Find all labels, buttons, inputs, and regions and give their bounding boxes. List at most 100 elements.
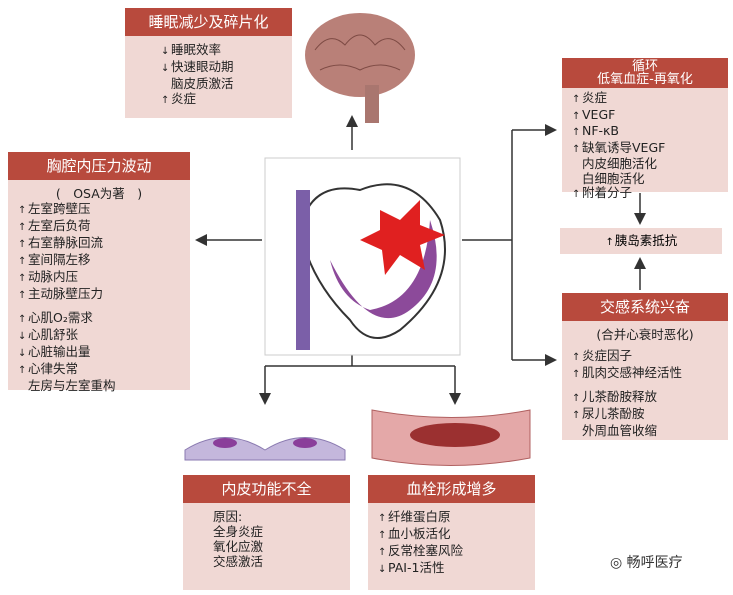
list-item: ↑缺氧诱导VEGF <box>572 139 718 158</box>
item-text: 主动脉壁压力 <box>28 286 104 301</box>
item-text: 左房与左室重构 <box>28 378 116 393</box>
circ-title: 循环 <box>631 59 658 74</box>
thromb-title: 血栓形成增多 <box>368 475 535 503</box>
circ-subtitle: 低氧血症-再氧化 <box>597 72 693 87</box>
item-text: 尿儿茶酚胺 <box>582 406 645 421</box>
thromb-list: ↑纤维蛋白原↑血小板活化↑反常栓塞风险↓PAI-1活性 <box>368 503 535 583</box>
list-item: ↑右室静脉回流 <box>18 235 180 252</box>
symp-list-2: ↑儿茶酚胺释放 ↑尿儿茶酚胺外周血管收缩 <box>572 389 718 438</box>
list-item: ↑儿茶酚胺释放 <box>572 389 718 406</box>
watermark: ◎ 畅呼医疗 <box>610 555 683 571</box>
list-item: ↑VEGF <box>572 107 718 125</box>
item-text: 儿茶酚胺释放 <box>582 389 658 404</box>
item-text: 肌肉交感神经活性 <box>582 365 683 380</box>
item-text: NF-κB <box>582 123 619 138</box>
arrow-up-icon: ↑ <box>572 189 581 200</box>
endothelial-cells-illustration <box>184 437 346 461</box>
arrow-up-icon: ↑ <box>18 273 27 284</box>
list-item: ↓心肌舒张 <box>18 327 180 344</box>
list-item: 脑皮质激活 <box>161 76 282 91</box>
arrow-up-icon: ↑ <box>18 314 27 325</box>
arrow-up-icon: ↑ <box>572 369 581 380</box>
item-text: 左室跨壁压 <box>28 201 91 216</box>
arrow-up-icon: ↑ <box>378 547 387 558</box>
list-item: ↑主动脉壁压力 <box>18 286 180 303</box>
arrow-down-icon: ↓ <box>378 564 387 575</box>
brain-illustration <box>305 13 415 123</box>
item-text: 左室后负荷 <box>28 218 91 233</box>
list-item: 原因: <box>213 509 243 524</box>
list-item: 白细胞活化 <box>572 170 718 187</box>
item-text: 右室静脉回流 <box>28 235 104 250</box>
item-text: 动脉内压 <box>28 269 79 284</box>
list-item: ↑炎症因子 <box>572 348 718 365</box>
item-text: 快速眼动期 <box>171 59 234 74</box>
list-item: ↑心律失常 <box>18 361 180 378</box>
list-item: ↓快速眼动期 <box>161 59 282 76</box>
arrow-up-icon: ↑ <box>572 110 581 122</box>
arrow-up-icon: ↑ <box>572 410 581 421</box>
list-item: ↑血小板活化 <box>378 526 525 543</box>
list-item: ↑附着分子 <box>572 185 718 203</box>
chest-pressure-box: 胸腔内压力波动 ( OSA为著 ) ↑左室跨壁压↑左室后负荷↑右室静脉回流↑室间… <box>8 152 190 393</box>
item-text: 心肌舒张 <box>28 327 79 342</box>
list-item: ↑反常栓塞风险 <box>378 543 525 560</box>
list-item: 左房与左室重构 <box>18 378 180 393</box>
list-item: ↓心脏输出量 <box>18 344 180 361</box>
item-text: 附着分子 <box>582 185 633 200</box>
arrow-up-icon: ↑ <box>18 290 27 301</box>
sleep-list: ↓睡眠效率↓快速眼动期脑皮质激活↑炎症 <box>125 36 292 114</box>
arrow-up-icon: ↑ <box>378 513 387 524</box>
arrow-up-icon: ↑ <box>572 143 581 155</box>
list-item: ↑肌肉交感神经活性 <box>572 365 718 382</box>
list-item: ↑动脉内压 <box>18 269 180 286</box>
sleep-box: 睡眠减少及碎片化 ↓睡眠效率↓快速眼动期脑皮质激活↑炎症 <box>125 8 292 118</box>
arrow-up-icon: ↑ <box>572 352 581 363</box>
arrow-up-icon: ↑ <box>378 530 387 541</box>
insulin-resistance-box: ↑胰岛素抵抗 <box>560 228 722 254</box>
item-text: 纤维蛋白原 <box>388 509 451 524</box>
symp-title: 交感系统兴奋 <box>562 293 728 321</box>
arrow-down-icon: ↓ <box>18 348 27 359</box>
list-item: ↑炎症 <box>572 90 718 108</box>
symp-list: ↑炎症因子↑肌肉交感神经活性 <box>572 348 718 382</box>
arrow-up-icon: ↑ <box>572 94 581 105</box>
blood-vessel-illustration <box>371 409 531 466</box>
item-text: 外周血管收缩 <box>582 423 658 438</box>
item-text: 心脏输出量 <box>28 344 91 359</box>
item-text: 炎症因子 <box>582 348 633 363</box>
sympathetic-box: 交感系统兴奋 (合并心衰时恶化) ↑炎症因子↑肌肉交感神经活性 ↑儿茶酚胺释放↑… <box>562 293 728 440</box>
list-item: ↑左室后负荷 <box>18 218 180 235</box>
item-text: 缺氧诱导VEGF <box>582 139 666 155</box>
arrow-up-icon: ↑ <box>18 239 27 250</box>
chest-list-2: ↑心肌O₂需求↓心肌舒张↓心脏输出量↑心律失常左房与左室重构 <box>18 310 180 393</box>
symp-note: (合并心衰时恶化) <box>596 327 694 342</box>
list-item: 外周血管收缩 <box>572 423 718 438</box>
list-item: ↑心肌O₂需求 <box>18 310 180 327</box>
list-item: ↑NF-κB <box>572 123 718 141</box>
chest-note: ( OSA为著 ) <box>55 186 143 201</box>
arrow-up-icon: ↑ <box>161 95 170 106</box>
heart-illustration <box>264 157 461 356</box>
list-item: ↓睡眠效率 <box>161 42 282 59</box>
item-text: 睡眠效率 <box>171 42 222 57</box>
arrow-up-icon: ↑ <box>605 237 614 248</box>
list-item: ↓PAI-1活性 <box>378 560 525 577</box>
endo-list: 原因:全身炎症氧化应激交感激活 <box>183 503 350 575</box>
item-text: 血小板活化 <box>388 526 451 541</box>
arrow-up-icon: ↑ <box>18 256 27 267</box>
item-text: 炎症 <box>171 91 197 106</box>
arrow-up-icon: ↑ <box>18 222 27 233</box>
item-text: 心肌O₂需求 <box>28 310 93 325</box>
arrow-down-icon: ↓ <box>161 46 170 57</box>
item-text: 室间隔左移 <box>28 252 91 267</box>
endo-title: 内皮功能不全 <box>183 475 350 503</box>
list-item: 全身炎症 <box>213 524 264 539</box>
list-item: 内皮细胞活化 <box>572 156 718 172</box>
item-text: 白细胞活化 <box>582 170 645 186</box>
item-text: PAI-1活性 <box>388 560 445 575</box>
list-item: ↑室间隔左移 <box>18 252 180 269</box>
